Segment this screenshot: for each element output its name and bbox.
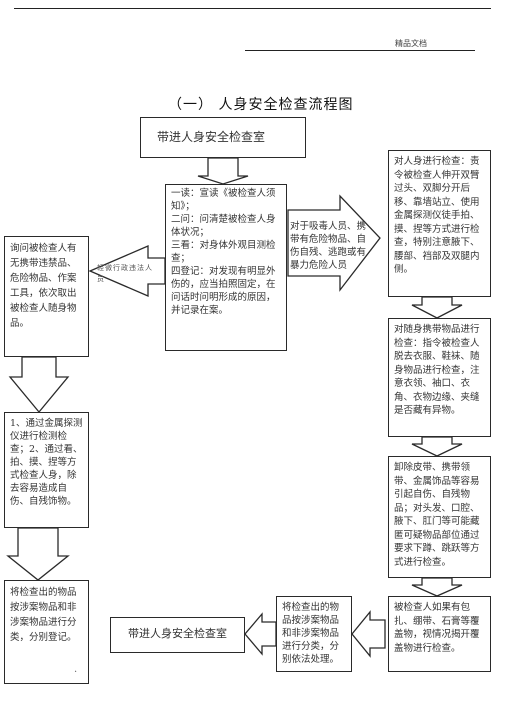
end-box-text: 带进人身安全检查室 (128, 627, 227, 640)
classify-left-box: 将检查出的物品按涉案物品和非涉案物品进行分类，分别登记。 (4, 580, 89, 684)
classify-mid-text: 将检查出的物品按涉案物品和非涉案物品进行分类，分别依法处理。 (282, 602, 340, 665)
wounds-text: 被检查人如果有包扎、绷带、石膏等覆盖物，视情况揭开覆盖物进行检查。 (394, 602, 480, 654)
remove-items-box: 卸除皮带、携带领带、金属饰品等容易引起自伤、自残物品；对头发、口腔、腋下、肛门等… (388, 456, 491, 578)
classify-left-text: 将检查出的物品按涉案物品和非涉案物品进行分类，分别登记。 (10, 587, 77, 643)
arrow-right-drug (287, 194, 381, 292)
page-title: （一） 人身安全检查流程图 (168, 97, 354, 113)
belongings-text: 对随身携带物品进行检查：指令被检查人脱去衣服、鞋袜、随身物品进行检查，注意衣领、… (394, 324, 480, 416)
remove-items-text: 卸除皮带、携带领带、金属饰品等容易引起自伤、自残物品；对头发、口腔、腋下、肛门等… (394, 462, 480, 568)
arrow-left-wounds (351, 610, 386, 658)
arrow-left-classify (244, 612, 277, 656)
step-register: 四登记：对发现有明显外伤的，应当拍照固定，在问话时问明形成的原因，并记录在案。 (171, 266, 276, 316)
start-box: 带进人身安全检查室 (140, 117, 306, 158)
wounds-box: 被检查人如果有包扎、绷带、石膏等覆盖物，视情况揭开覆盖物进行检查。 (388, 596, 491, 672)
start-box-text: 带进人身安全检查室 (157, 130, 266, 144)
body-check-box: 对人身进行检查：责令被检查人伸开双臂过头、双脚分开后移、靠墙站立、使用金属探测仪… (388, 150, 491, 297)
belongings-box: 对随身携带物品进行检查：指令被检查人脱去衣服、鞋袜、随身物品进行检查，注意衣领、… (388, 318, 491, 437)
classify-mid-box: 将检查出的物品按涉案物品和非涉案物品进行分类，分别依法处理。 (276, 596, 352, 672)
arrow-down-belongings (411, 436, 463, 457)
header-bottom-rule (245, 50, 475, 51)
arrow-down-metal (6, 527, 70, 581)
drug-arrow-label: 对于吸毒人员、携带有危险物品、自伤自残、逃跑或有暴力危险人员 (290, 221, 367, 271)
legal-arrow-label: 轻微行政违法人员 (97, 264, 153, 283)
steps-box: 一读：宣读《被检查人须知》； 二问：问清楚被检查人身体状况； 三看：对身体外观目… (165, 184, 287, 351)
header-top-rule (14, 8, 491, 9)
arrow-down-body (411, 296, 463, 319)
body-check-text: 对人身进行检查：责令被检查人伸开双臂过头、双脚分开后移、靠墙站立、使用金属探测仪… (394, 156, 480, 275)
arrow-down-remove (411, 577, 463, 597)
step-look: 三看：对身体外观目测检查； (171, 240, 276, 264)
footer-dot: . (74, 664, 78, 675)
arrow-down-start (197, 157, 249, 185)
inquire-box: 询问被检查人有无携带违禁品、危险物品、作案工具，依次取出被检查人随身物品。 (4, 236, 89, 357)
end-box: 带进人身安全检查室 (110, 617, 245, 653)
metal-detect-box: 1、通过金属探测仪进行检测检查；2、通过看、拍、摸、捏等方式检查人身，除去容易造… (4, 412, 89, 528)
step-read: 一读：宣读《被检查人须知》； (171, 188, 276, 212)
step-ask: 二问：问清楚被检查人身体状况； (171, 214, 276, 238)
inquire-text: 询问被检查人有无携带违禁品、危险物品、作案工具，依次取出被检查人随身物品。 (10, 243, 77, 329)
metal-detect-text: 1、通过金属探测仪进行检测检查；2、通过看、拍、摸、捏等方式检查人身，除去容易造… (10, 418, 83, 507)
arrow-left-legal (88, 245, 166, 297)
header-label: 精品文档 (395, 39, 427, 48)
arrow-down-inquire (8, 356, 70, 414)
